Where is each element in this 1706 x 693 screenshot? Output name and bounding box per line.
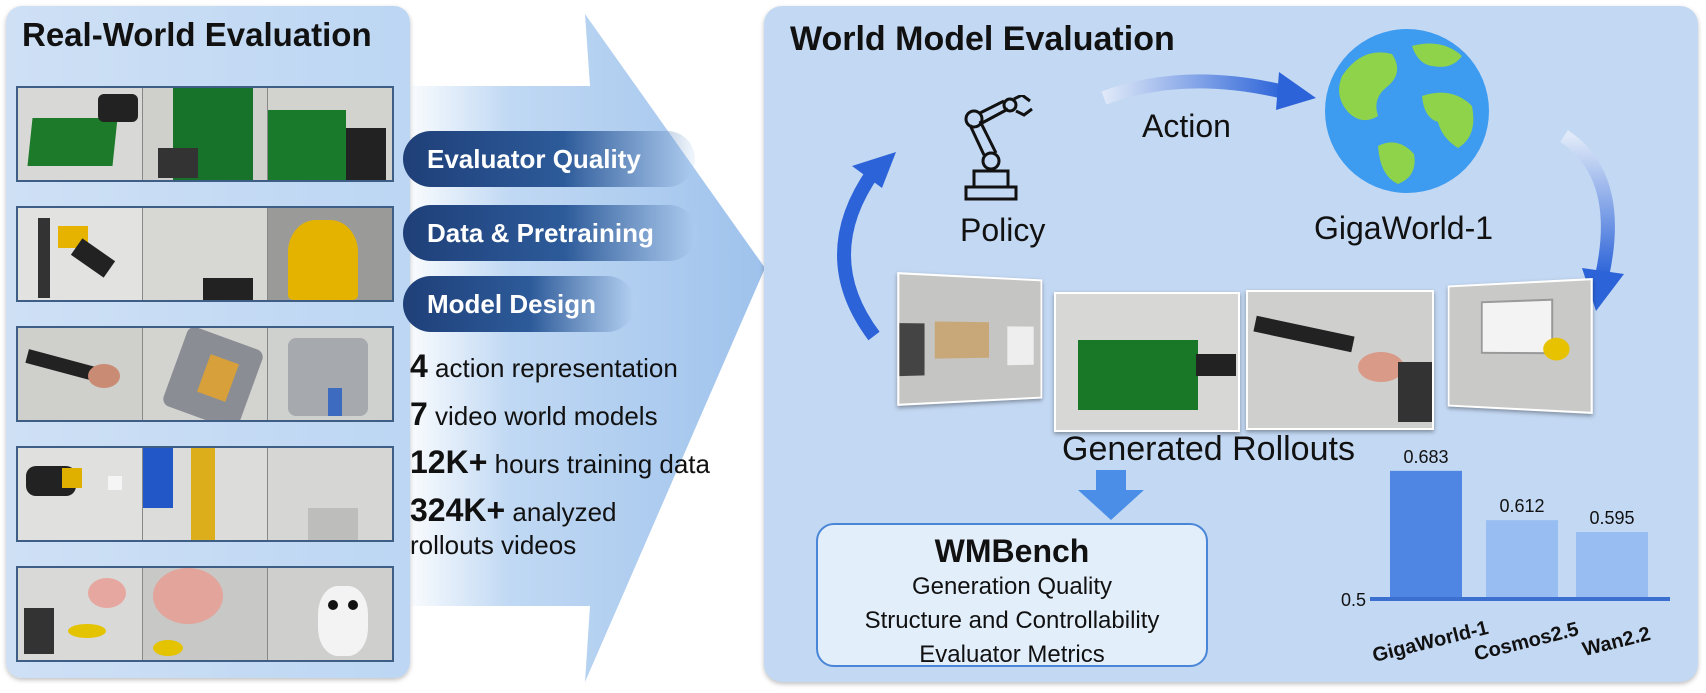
bowl-frame [18, 328, 143, 420]
kitchen-frame [268, 568, 392, 660]
gigaworld-label: GigaWorld-1 [1314, 210, 1494, 246]
bar-value-label: 0.612 [1499, 496, 1544, 516]
wmbench-box: WMBench Generation Quality Structure and… [816, 523, 1208, 668]
tool-frame [18, 448, 143, 540]
stat-video-world-models: 7 video world models [410, 396, 658, 432]
image-strip [16, 566, 394, 662]
drill-frame [268, 208, 392, 300]
cloth-frame [268, 88, 392, 180]
cloth-frame [143, 88, 268, 180]
stat-training-data: 12K+ hours training data [410, 444, 710, 480]
image-strip [16, 446, 394, 542]
kitchen-frame [143, 568, 268, 660]
data-pretraining-pill: Data & Pretraining [403, 205, 697, 261]
feedback-arrow-icon [837, 166, 880, 341]
bowl-frame [143, 328, 268, 420]
model-design-pill: Model Design [403, 276, 635, 332]
image-strip [16, 206, 394, 302]
bar-0 [1390, 470, 1462, 598]
action-arrow-icon [1101, 74, 1286, 105]
tool-frame [143, 448, 268, 540]
tool-frame [268, 448, 392, 540]
wmbench-line: Generation Quality [911, 573, 1113, 600]
image-strip [16, 86, 394, 182]
bowl-frame [268, 328, 392, 420]
stat-rollouts-videos: rollouts videos [410, 530, 577, 560]
rollout-image [1447, 278, 1593, 414]
robot-arm-icon [964, 95, 1033, 201]
down-arrow-icon [1078, 470, 1144, 520]
category-label: GigaWorld-1 [1370, 617, 1490, 667]
wmbench-line: Structure and Controllability [864, 607, 1160, 634]
world-model-title: World Model Evaluation [790, 20, 1175, 58]
stat-analyzed: 324K+ analyzed [410, 492, 617, 528]
real-world-title: Real-World Evaluation [22, 16, 372, 53]
cloth-frame [18, 88, 143, 180]
drill-frame [18, 208, 143, 300]
rollout-image [1246, 290, 1434, 430]
rollout-image [1054, 292, 1240, 432]
category-label: Cosmos2.5 [1472, 618, 1581, 665]
bar-2 [1576, 532, 1648, 598]
y-tick-label: 0.5 [1341, 590, 1366, 610]
image-strip [16, 326, 394, 422]
bar-value-label: 0.683 [1403, 447, 1448, 467]
rollout-arrow-icon [1559, 130, 1615, 278]
stat-action-representation: 4 action representation [410, 348, 678, 384]
bar-value-label: 0.595 [1589, 508, 1634, 528]
drill-frame [143, 208, 268, 300]
category-label: Wan2.2 [1580, 623, 1653, 661]
wmbench-line: Evaluator Metrics [919, 641, 1105, 668]
generated-rollouts-label: Generated Rollouts [1062, 430, 1355, 468]
kitchen-frame [18, 568, 143, 660]
wmbench-title: WMBench [934, 533, 1090, 569]
globe-icon [1325, 29, 1489, 193]
policy-label: Policy [960, 212, 1046, 248]
rollout-image [897, 272, 1043, 406]
evaluator-quality-pill: Evaluator Quality [403, 131, 695, 187]
action-label: Action [1142, 108, 1231, 144]
bar-1 [1486, 520, 1558, 598]
